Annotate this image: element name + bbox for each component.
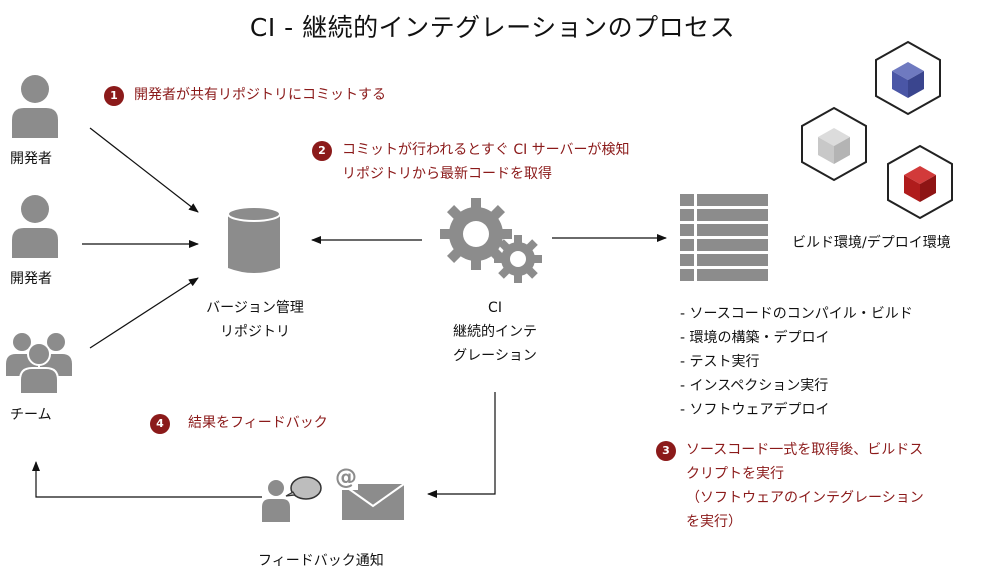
step-3-line: クリプトを実行 — [686, 466, 784, 482]
person-icon — [12, 195, 58, 258]
cube-icon — [875, 40, 941, 116]
list-item: - ソフトウェアデプロイ — [680, 402, 830, 418]
step-2-text: コミットが行われるとすぐ CI サーバーが検知 リポジトリから最新コードを取得 — [342, 138, 630, 186]
person-icon — [12, 75, 58, 138]
arrow-feedback-to-team — [32, 461, 262, 498]
step-4-badge: 4 — [150, 414, 170, 434]
cube-icon — [887, 144, 953, 220]
step-3-text: ソースコード一式を取得後、ビルドス クリプトを実行 （ソフトウェアのインテグレー… — [686, 438, 924, 534]
build-env-label: ビルド環境/デプロイ環境 — [792, 235, 951, 251]
arrow-team-to-repo — [89, 277, 199, 349]
step-3-line: ソースコード一式を取得後、ビルドス — [686, 442, 924, 458]
team-icon — [6, 333, 72, 394]
step-3-badge: 3 — [656, 441, 676, 461]
arrow-ci-to-feedback — [427, 392, 496, 498]
step-3-line: （ソフトウェアのインテグレーション — [686, 490, 924, 506]
ci-server-label-line: 継続的インテ — [453, 324, 537, 340]
step-2-line: リポジトリから最新コードを取得 — [342, 166, 552, 182]
feedback-label: フィードバック通知 — [258, 553, 384, 569]
ci-server-label: CI 継続的インテ グレーション — [430, 296, 560, 368]
step-1-line: 開発者が共有リポジトリにコミットする — [134, 87, 386, 103]
actor-developer-1: 開発者 — [10, 151, 52, 167]
gears-icon — [440, 198, 542, 283]
step-3-line: を実行） — [686, 514, 742, 530]
step-2-line: コミットが行われるとすぐ CI サーバーが検知 — [342, 142, 630, 158]
ci-server-label-line: グレーション — [453, 348, 537, 364]
list-item: - ソースコードのコンパイル・ビルド — [680, 306, 913, 322]
repository-label: バージョン管理 リポジトリ — [190, 296, 320, 344]
ci-server-label-line: CI — [488, 300, 502, 316]
database-icon — [227, 206, 281, 273]
at-sign-icon: @ — [334, 465, 358, 490]
repository-label-line: バージョン管理 — [206, 300, 304, 316]
diagram-title: CI - 継続的インテグレーションのプロセス — [249, 13, 736, 42]
list-item: - インスペクション実行 — [680, 378, 829, 394]
list-item: - テスト実行 — [680, 354, 760, 370]
build-task-list: - ソースコードのコンパイル・ビルド - 環境の構築・デプロイ - テスト実行 … — [680, 302, 913, 422]
step-4-text: 結果をフィードバック — [188, 411, 328, 435]
actor-team: チーム — [10, 407, 52, 423]
list-item: - 環境の構築・デプロイ — [680, 330, 830, 346]
server-rack-icon — [680, 194, 768, 281]
cube-icon — [801, 106, 867, 182]
actor-developer-2: 開発者 — [10, 271, 52, 287]
repository-label-line: リポジトリ — [220, 324, 290, 340]
step-2-badge: 2 — [312, 141, 332, 161]
chat-person-icon — [262, 476, 322, 522]
step-1-text: 開発者が共有リポジトリにコミットする — [134, 83, 386, 107]
mail-icon: @ — [334, 466, 406, 522]
step-4-line: 結果をフィードバック — [188, 415, 328, 431]
arrow-dev1-to-repo — [89, 127, 199, 213]
step-1-badge: 1 — [104, 86, 124, 106]
